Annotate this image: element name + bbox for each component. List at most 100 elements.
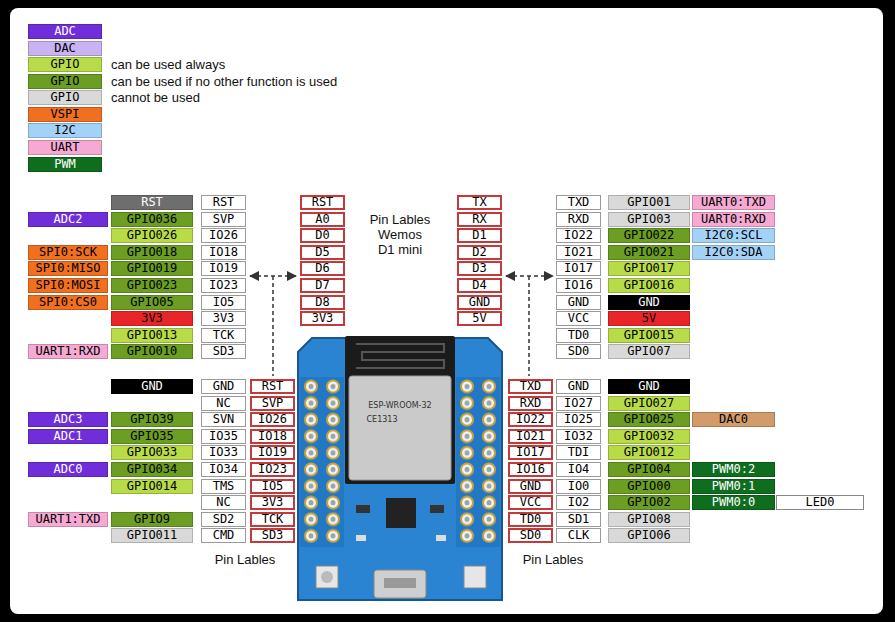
esp-pin-label: RXD xyxy=(556,212,601,227)
pin-text: IO34 xyxy=(209,463,238,476)
pin-text: 3V3 xyxy=(141,312,163,325)
esp-pin-label: NC xyxy=(201,495,246,510)
power-cell: 5V xyxy=(608,311,690,326)
pin-text: SPI0:SCK xyxy=(39,246,97,259)
wemos-pin-label: 3V3 xyxy=(250,495,295,510)
pin-text: D0 xyxy=(315,229,329,242)
legend-key: GPIO xyxy=(51,58,80,71)
pin-text: LED0 xyxy=(806,496,835,509)
pin-text: ESP-WROOM-32 xyxy=(368,399,431,412)
pin-text: GPIO026 xyxy=(127,229,178,242)
pin-text: IO26 xyxy=(209,229,238,242)
legend-swatch: GPIO xyxy=(28,74,102,89)
esp-pin-label: IO23 xyxy=(201,278,246,293)
pin-text: GPIO022 xyxy=(624,229,675,242)
wemos-pin-label: IO16 xyxy=(508,462,553,477)
caption-text: Wemos xyxy=(345,227,455,242)
pin-text: CMD xyxy=(213,529,235,542)
caption-text: D1 mini xyxy=(345,242,455,257)
pin-text: TXD xyxy=(520,380,542,393)
gpio-cell: GPIO07 xyxy=(608,344,690,359)
pin-text: IO27 xyxy=(564,397,593,410)
pin-text: IO18 xyxy=(209,246,238,259)
pin-text: GPIO014 xyxy=(127,480,178,493)
header-strip xyxy=(300,377,344,547)
esp-pin-label: IO18 xyxy=(201,245,246,260)
ground-cell: GND xyxy=(608,295,690,310)
pin-text: IO5 xyxy=(262,480,284,493)
pin-text: IO19 xyxy=(209,262,238,275)
esp-pin-label: GND xyxy=(556,295,601,310)
pin-text: Wemos xyxy=(378,228,422,241)
pin-text: UART0:TXD xyxy=(701,196,766,209)
legend-key: GPIO xyxy=(51,75,80,88)
i2c-tag: I2C0:SCL xyxy=(692,228,775,243)
wemos-pin-label: IO23 xyxy=(250,462,295,477)
pin-text: GND xyxy=(568,380,590,393)
pin-text: SPI0:CS0 xyxy=(39,296,97,309)
pin-text: RX xyxy=(472,213,486,226)
wemos-pin-label: D2 xyxy=(457,245,502,260)
pin-text: GPIO013 xyxy=(127,329,178,342)
pin-text: ADC1 xyxy=(54,430,83,443)
pin-text: TX xyxy=(472,196,486,209)
pin-text: GPIO018 xyxy=(127,246,178,259)
gpio-cell: GPIO010 xyxy=(111,344,193,359)
gpio-cell: GPIO35 xyxy=(111,429,193,444)
esp-pin-label: IO25 xyxy=(556,412,601,427)
pin-text: SPI0:MISO xyxy=(35,262,100,275)
esp-pin-label: IO26 xyxy=(201,228,246,243)
pin-text: PWM0:0 xyxy=(712,496,755,509)
pin-text: GPIO02 xyxy=(627,496,670,509)
pin-text: GND xyxy=(213,380,235,393)
legend-key: UART xyxy=(51,141,80,154)
wemos-pin-label: SD0 xyxy=(508,528,553,543)
pin-text: GPIO010 xyxy=(127,345,178,358)
boot-button xyxy=(464,566,486,588)
wemos-pin-label: RX xyxy=(457,212,502,227)
wemos-pin-label: TXD xyxy=(508,379,553,394)
gpio-cell: GPIO06 xyxy=(608,528,690,543)
pin-text: IO22 xyxy=(516,413,545,426)
pin-text: GPIO011 xyxy=(127,529,178,542)
esp-pin-label: NC xyxy=(201,396,246,411)
esp-pin-label: IO22 xyxy=(556,228,601,243)
pin-text: GPIO01 xyxy=(627,196,670,209)
wemos-pin-label: IO18 xyxy=(250,429,295,444)
pin-text: ADC3 xyxy=(54,413,83,426)
pin-text: ADC0 xyxy=(54,463,83,476)
wemos-pin-label: TD0 xyxy=(508,512,553,527)
pin-text: DAC0 xyxy=(719,413,748,426)
pin-text: GPIO032 xyxy=(624,430,675,443)
esp-pin-label: GND xyxy=(556,379,601,394)
wemos-pin-label: VCC xyxy=(508,495,553,510)
pin-text: D4 xyxy=(472,279,486,292)
ground-cell: GND xyxy=(111,379,193,394)
pin-text: GPIO025 xyxy=(624,413,675,426)
power-cell: 3V3 xyxy=(111,311,193,326)
gpio-cell: GPIO012 xyxy=(608,445,690,460)
pin-text: IO32 xyxy=(564,430,593,443)
gpio-cell: GPIO011 xyxy=(111,528,193,543)
uart-tag: UART1:TXD xyxy=(28,512,108,527)
pin-text: PWM0:1 xyxy=(712,480,755,493)
esp-pin-label: 3V3 xyxy=(201,311,246,326)
legend-text: cannot be used xyxy=(111,90,200,105)
gpio-cell: GPIO03 xyxy=(608,212,690,227)
wemos-pin-label: D4 xyxy=(457,278,502,293)
wemos-pin-label: IO17 xyxy=(508,445,553,460)
pin-text: VCC xyxy=(568,312,590,325)
pin-text: SVP xyxy=(213,213,235,226)
pin-text: IO22 xyxy=(564,229,593,242)
pin-text: TXD xyxy=(568,196,590,209)
pin-text: D8 xyxy=(315,296,329,309)
spi-tag: SPI0:MOSI xyxy=(28,278,108,293)
gpio-cell: GPIO02 xyxy=(608,495,690,510)
wemos-pin-label: 3V3 xyxy=(300,311,345,326)
page-ground xyxy=(10,8,883,614)
esp-pin-label: TCK xyxy=(201,328,246,343)
pin-text: NC xyxy=(216,496,230,509)
legend-key: I2C xyxy=(54,124,76,137)
spi-tag: SPI0:MISO xyxy=(28,261,108,276)
pin-text: GPIO021 xyxy=(624,246,675,259)
